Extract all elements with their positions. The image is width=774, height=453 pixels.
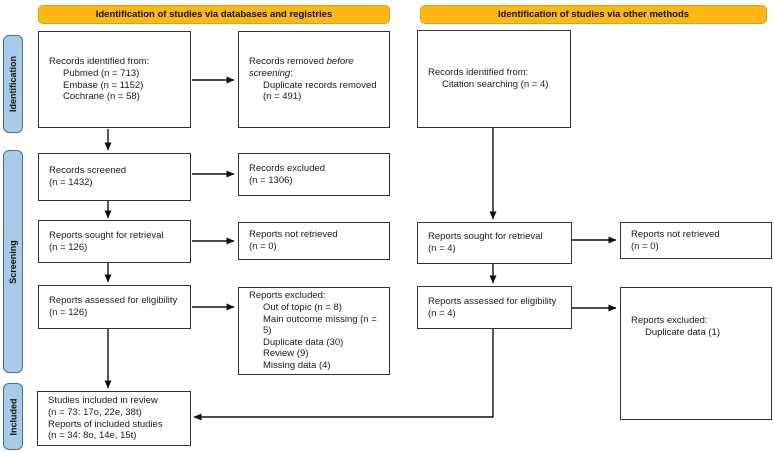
box-reports-assessed-databases: Reports assessed for eligibility (n = 12… [38, 285, 191, 329]
box-line: Pubmed (n = 713) [63, 67, 140, 79]
box-line: (n = 0) [631, 240, 659, 252]
box-line: Embase (n = 1152) [63, 79, 144, 91]
box-reports-excluded-databases: Reports excluded: Out of topic (n = 8) M… [238, 287, 390, 375]
box-line: Records screened [49, 165, 127, 177]
box-line: (n = 491) [263, 91, 302, 103]
box-line: Citation searching (n = 4) [442, 79, 549, 90]
box-line: Reports excluded: [249, 290, 326, 302]
box-line: Reports not retrieved [631, 228, 720, 240]
box-line: Review (9) [263, 348, 309, 360]
box-reports-not-retrieved-other: Reports not retrieved (n = 0) [620, 222, 772, 259]
box-line: Reports excluded: [631, 315, 708, 326]
box-records-identified-databases: Records identified from: Pubmed (n = 713… [38, 31, 191, 128]
phase-label-included: Included [3, 383, 23, 450]
phase-label-identification-text: Identification [8, 56, 18, 112]
box-line: Reports of included studies [48, 418, 163, 430]
box-line: (n = 4) [428, 243, 456, 254]
box-line: Records excluded [249, 162, 326, 174]
header-other-methods: Identification of studies via other meth… [420, 5, 767, 24]
box-line: Out of topic (n = 8) [263, 302, 342, 314]
box-line: (n = 1306) [249, 174, 293, 186]
phase-label-included-text: Included [8, 397, 19, 436]
box-line: Duplicate data (30) [263, 336, 344, 348]
box-reports-not-retrieved-databases: Reports not retrieved (n = 0) [238, 222, 390, 260]
box-reports-sought-databases: Reports sought for retrieval (n = 126) [38, 220, 191, 263]
header-databases-registries: Identification of studies via databases … [38, 5, 390, 24]
box-line: Reports sought for retrieval [49, 229, 164, 241]
phase-label-screening-text: Screening [8, 239, 19, 284]
box-reports-sought-other: Reports sought for retrieval (n = 4) [417, 222, 572, 264]
box-line: Reports sought for retrieval [428, 231, 543, 243]
box-line: Records removed before screening: [249, 56, 354, 79]
box-line: (n = 73: 17o, 22e, 38t) [48, 406, 142, 418]
box-line: Reports assessed for eligibility [49, 295, 178, 307]
box-records-screened: Records screened (n = 1432) [38, 153, 191, 201]
box-line: Main outcome missing (n = 5) [263, 313, 377, 337]
box-records-identified-other: Records identified from: Citation search… [417, 30, 571, 128]
box-reports-assessed-other: Reports assessed for eligibility (n = 4) [417, 286, 572, 329]
box-line: (n = 34: 8o, 14e, 15t) [48, 430, 137, 442]
box-line: Cochrane (n = 58) [63, 91, 140, 103]
box-line: (n = 126) [49, 241, 88, 253]
box-line: Duplicate records removed [263, 79, 377, 91]
box-line: Reports not retrieved [249, 229, 338, 241]
box-line: Reports assessed for eligibility [428, 295, 557, 307]
box-records-removed-before-screening: Records removed before screening: Duplic… [238, 31, 390, 128]
box-records-excluded: Records excluded (n = 1306) [238, 153, 390, 196]
box-reports-excluded-other: Reports excluded: Duplicate data (1) [620, 287, 772, 420]
box-line: Records identified from: [49, 56, 150, 68]
box-line: (n = 126) [49, 307, 88, 318]
box-line: Studies included in review [48, 395, 158, 407]
phase-label-screening: Screening [3, 150, 23, 373]
box-line: (n = 4) [428, 307, 456, 319]
phase-label-identification: Identification [3, 35, 23, 133]
box-line: Duplicate data (1) [645, 326, 720, 338]
box-studies-included: Studies included in review (n = 73: 17o,… [37, 391, 191, 446]
box-line: (n = 1432) [49, 177, 93, 188]
box-line: Records identified from: [428, 67, 529, 79]
box-line: (n = 0) [249, 241, 277, 252]
box-line: Missing data (4) [263, 359, 331, 371]
